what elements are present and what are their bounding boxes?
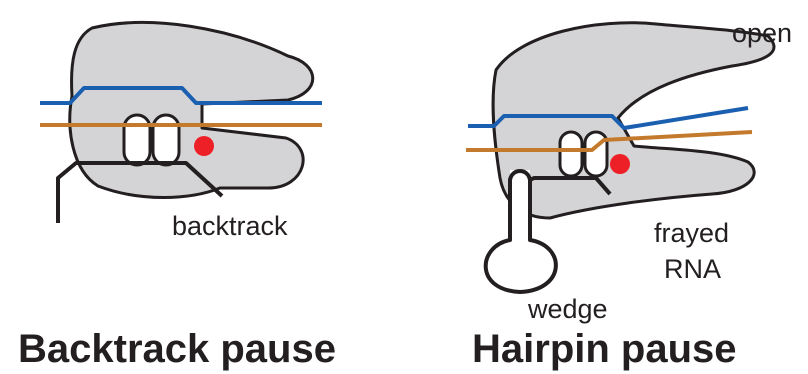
label-wedge: wedge [527, 294, 608, 324]
label-frayed: frayed [654, 218, 729, 248]
hairpin-panel: open frayed RNA wedge Hairpin pause [466, 18, 792, 371]
label-open: open [732, 18, 792, 48]
hybrid-bp-1-backtrack [124, 115, 150, 165]
polymerase-body-backtrack [70, 23, 313, 198]
hybrid-bp-1-hairpin [560, 132, 582, 176]
hairpin-stem-fill [510, 170, 530, 240]
hybrid-bp-2-backtrack [153, 115, 179, 165]
label-rna: RNA [664, 254, 721, 284]
title-backtrack-pause: Backtrack pause [18, 327, 336, 371]
polymerase-body-hairpin [493, 23, 774, 218]
title-hairpin-pause: Hairpin pause [472, 327, 737, 371]
backtrack-panel: backtrack Backtrack pause [18, 23, 336, 371]
active-site-hairpin [610, 154, 630, 174]
active-site-backtrack [194, 136, 214, 156]
label-backtrack: backtrack [172, 211, 288, 241]
